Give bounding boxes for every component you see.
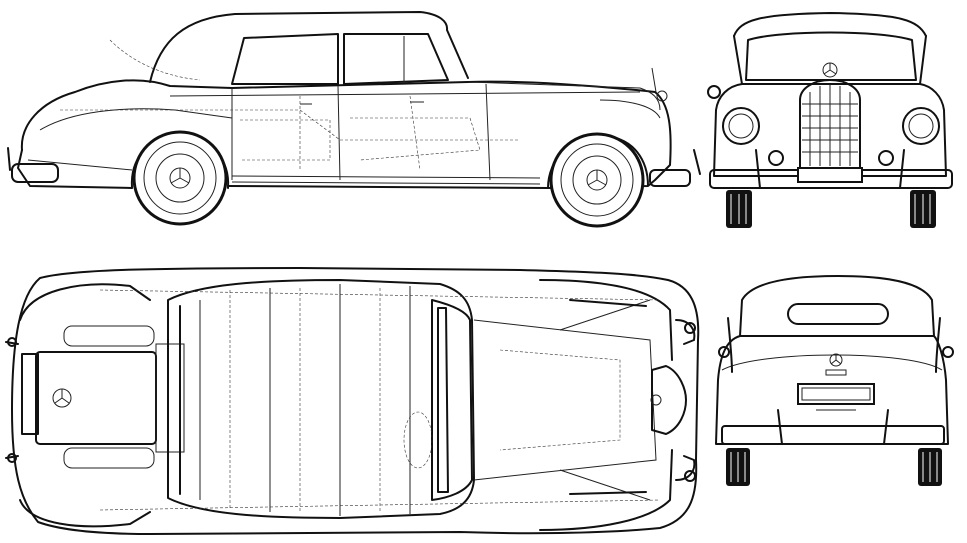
front-wheel [549, 132, 645, 228]
top-view [5, 267, 700, 535]
front-view [707, 12, 953, 228]
three-pointed-star-icon [829, 353, 843, 367]
three-pointed-star-icon [822, 62, 838, 78]
side-view [7, 11, 701, 228]
rear-wheel [132, 130, 228, 226]
rear-view [715, 275, 954, 486]
